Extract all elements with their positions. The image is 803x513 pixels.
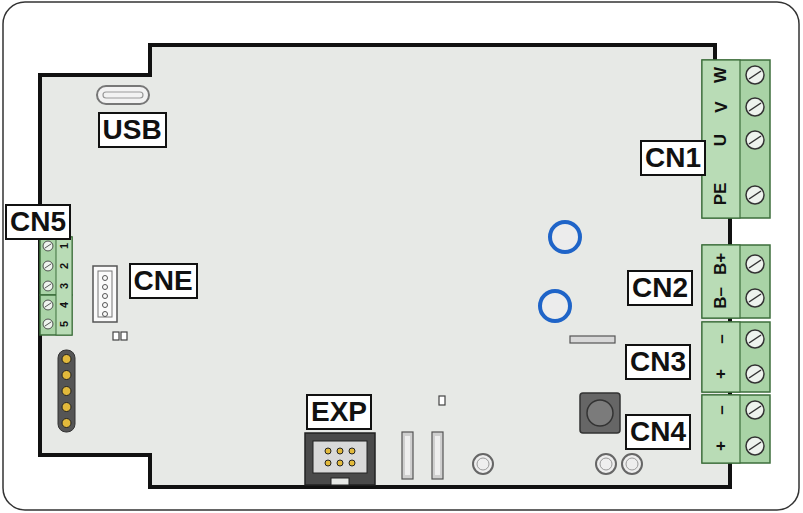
pin-number: 1 (58, 243, 70, 249)
blue-ring (550, 222, 580, 252)
pin-number: 2 (58, 263, 70, 269)
usb-port (97, 86, 149, 104)
part-name: CN3 (625, 344, 691, 380)
terminal-name: W (712, 67, 730, 83)
pin-number: 3 (58, 283, 70, 289)
terminal-block (702, 395, 770, 463)
part-name: CN5 (5, 204, 71, 240)
terminal-block (702, 245, 770, 318)
ribbon-slot (402, 432, 413, 479)
terminal-name: U (712, 134, 730, 146)
part-name: CN4 (625, 414, 691, 450)
terminal-name: + (712, 441, 730, 451)
pin-number: 5 (58, 321, 70, 327)
part-name: CNE (129, 263, 198, 299)
pcb-board (40, 45, 730, 487)
terminal-name: + (712, 369, 730, 379)
terminal-name: B– (712, 287, 730, 309)
terminal-block (702, 60, 770, 218)
part-name: CN2 (627, 270, 693, 306)
part-name: USB (98, 112, 167, 148)
part-name: CN1 (640, 140, 706, 176)
outer-frame (3, 2, 799, 510)
terminal-name: V (712, 101, 730, 112)
smd-part (570, 336, 615, 343)
pin-number: 4 (58, 302, 70, 308)
terminal-block (40, 237, 72, 335)
exp-connector (305, 433, 375, 485)
terminal-name: B+ (712, 253, 730, 275)
pin-header (58, 350, 75, 432)
terminal-name: – (712, 334, 730, 343)
blue-ring (540, 291, 570, 321)
ribbon-slot (432, 432, 443, 479)
push-button (580, 393, 620, 433)
cne-header (93, 266, 117, 322)
part-name: EXP (306, 394, 372, 430)
terminal-name: PE (712, 183, 730, 206)
terminal-block (702, 322, 770, 392)
terminal-name: – (712, 405, 730, 414)
